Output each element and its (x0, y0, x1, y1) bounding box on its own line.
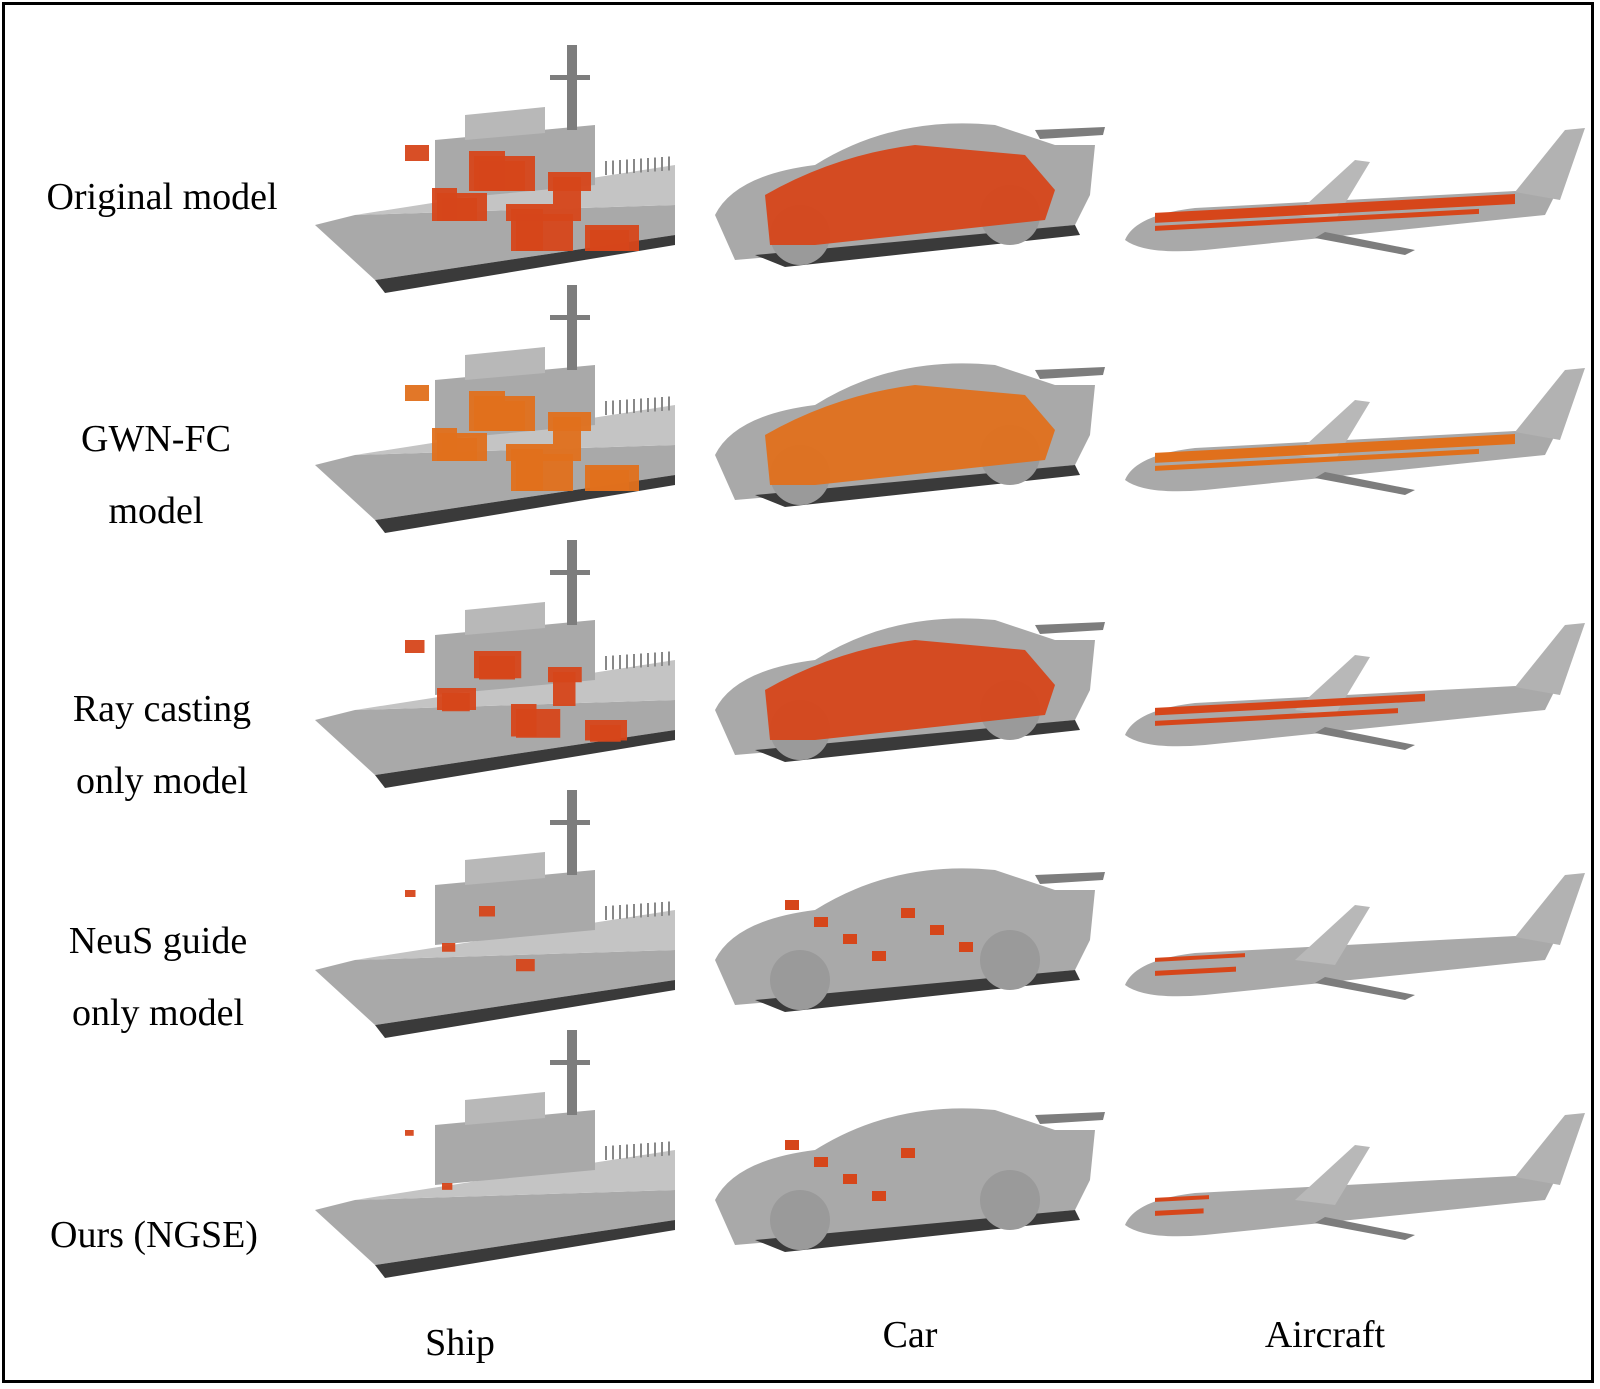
row-label-ours: Ours (NGSE) (50, 1214, 258, 1256)
column-label-car: Car (882, 1314, 938, 1356)
row-label-gwn-fc: GWN-FC model (81, 418, 231, 532)
render-car-neus-guide (715, 868, 1105, 1012)
render-ship-original (315, 45, 675, 293)
render-aircraft-original (1125, 128, 1585, 255)
render-ship-neus-guide (315, 790, 675, 1038)
render-car-ours (715, 1108, 1105, 1252)
row-label-ray-casting: Ray casting only model (72, 688, 252, 802)
render-ship-ours (315, 1030, 675, 1278)
render-aircraft-ray-casting (1125, 623, 1585, 750)
row-label-original: Original model (46, 176, 278, 218)
column-label-ship: Ship (425, 1322, 495, 1364)
render-aircraft-gwn-fc (1125, 368, 1585, 495)
render-aircraft-ours (1125, 1113, 1585, 1240)
column-label-aircraft: Aircraft (1264, 1314, 1386, 1356)
render-aircraft-neus-guide (1125, 873, 1585, 1000)
render-car-ray-casting (715, 618, 1105, 762)
render-car-original (715, 123, 1105, 267)
render-ship-gwn-fc (315, 285, 675, 533)
row-label-neus-guide: NeuS guide only model (68, 920, 248, 1034)
render-car-gwn-fc (715, 363, 1105, 507)
render-ship-ray-casting (315, 540, 675, 788)
